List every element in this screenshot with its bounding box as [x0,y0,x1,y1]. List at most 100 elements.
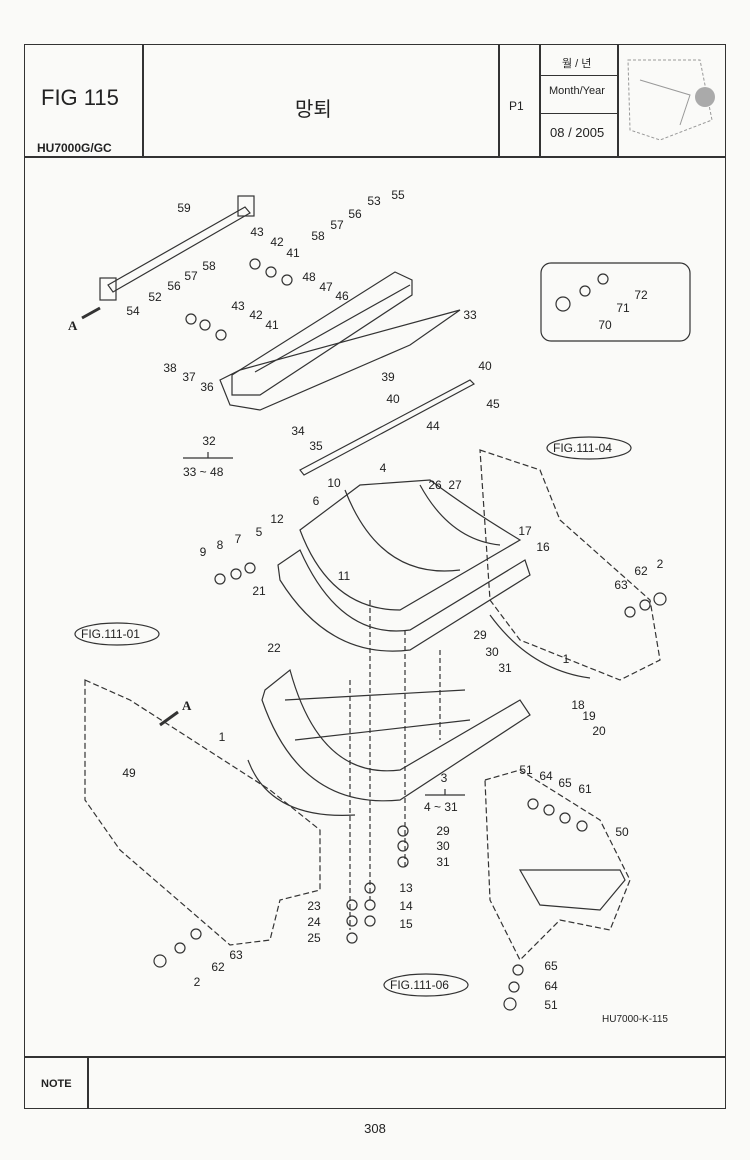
part-label-42: 42 [270,235,284,249]
part-label-14: 14 [399,899,413,913]
ref-oval-1 [546,436,632,460]
arrow-a-right [159,710,179,727]
range-label-33-48: 33 ~ 48 [183,465,224,479]
part-label-55: 55 [391,188,405,202]
ref-oval-3 [383,973,469,997]
part-label-41: 41 [286,246,300,260]
part-label-49: 49 [122,766,136,780]
part-label-1: 1 [219,730,226,744]
part-label-57: 57 [184,269,198,283]
part-label-12: 12 [270,512,284,526]
part-label-56: 56 [167,279,181,293]
page-title: 망퇴 [295,99,332,121]
part-label-58: 58 [311,229,325,243]
diagram-linework [74,195,691,1011]
part-label-62: 62 [634,564,648,578]
inset-box [540,262,691,342]
part-label-39: 39 [381,370,395,384]
part-label-21: 21 [252,584,266,598]
part-label-7: 7 [235,532,242,546]
part-label-58: 58 [202,259,216,273]
arrow-label-a-left: A [68,318,78,333]
part-label-3: 3 [441,771,448,785]
part-label-61: 61 [578,782,592,796]
shaft-59 [107,206,251,293]
part-label-30: 30 [436,839,450,853]
frame-3 [261,668,531,802]
part-label-59: 59 [177,201,191,215]
note-label: NOTE [41,1078,72,1090]
part-label-30: 30 [485,645,499,659]
part-label-13: 13 [399,881,413,895]
month-year-korean-label: 월 / 년 [562,58,592,70]
part-label-31: 31 [436,855,450,869]
part-label-38: 38 [163,361,177,375]
part-label-29: 29 [473,628,487,642]
part-label-43: 43 [250,225,264,239]
cover-21 [277,549,531,652]
figure-number: FIG 115 [41,85,119,110]
part-label-72: 72 [634,288,648,302]
part-label-31: 31 [498,661,512,675]
part-label-51: 51 [544,998,558,1012]
bracket-59a [99,277,117,301]
plate-50 [518,869,626,911]
page-code: P1 [509,99,524,113]
range-bracket-3 [425,789,465,796]
part-label-18: 18 [571,698,585,712]
part-label-57: 57 [330,218,344,232]
housing-50 [484,769,631,962]
part-label-65: 65 [558,776,572,790]
part-label-11: 11 [338,569,351,583]
housing-33 [231,271,413,396]
part-label-34: 34 [291,424,305,438]
part-label-44: 44 [426,419,440,433]
part-label-10: 10 [327,476,341,490]
band-1-left [247,759,356,816]
fasteners [153,258,667,1011]
part-label-33: 33 [463,308,477,322]
part-label-70: 70 [598,318,612,332]
range-label-4-31: 4 ~ 31 [424,800,458,814]
part-label-56: 56 [348,207,362,221]
part-label-6: 6 [313,494,320,508]
center-lines [349,600,441,930]
part-label-40: 40 [386,392,400,406]
part-label-32: 32 [202,434,216,448]
part-label-41: 41 [265,318,279,332]
range-bracket-32 [183,452,233,459]
part-label-53: 53 [367,194,381,208]
part-label-15: 15 [399,917,413,931]
part-label-25: 25 [307,931,321,945]
part-label-4: 4 [380,461,387,475]
left-housing [84,679,321,946]
model-name: HU7000G/GC [37,141,112,155]
part-label-5: 5 [256,525,263,539]
part-label-52: 52 [148,290,162,304]
part-label-63: 63 [614,578,628,592]
part-label-17: 17 [518,524,532,538]
part-label-43: 43 [231,299,245,313]
part-label-63: 63 [229,948,243,962]
strip-44 [299,379,475,476]
revision-date: 08 / 2005 [550,125,605,140]
drawing-sheet: FIG 115 HU7000G/GC 망퇴 P1 월 / 년 Month/Yea… [24,44,726,1109]
band-1-right [489,614,591,679]
part-label-64: 64 [539,769,553,783]
part-label-48: 48 [302,270,316,284]
part-label-54: 54 [126,304,140,318]
part-label-35: 35 [309,439,323,453]
part-label-65: 65 [544,959,558,973]
part-label-19: 19 [582,709,596,723]
part-label-22: 22 [267,641,281,655]
screen-4 [299,479,522,611]
part-label-47: 47 [319,280,333,294]
part-label-71: 71 [616,301,630,315]
part-label-36: 36 [200,380,214,394]
part-label-50: 50 [615,825,629,839]
part-label-1: 1 [563,652,570,666]
month-year-label: Month/Year [549,85,605,97]
cover-32 [219,309,461,411]
part-label-62: 62 [211,960,225,974]
